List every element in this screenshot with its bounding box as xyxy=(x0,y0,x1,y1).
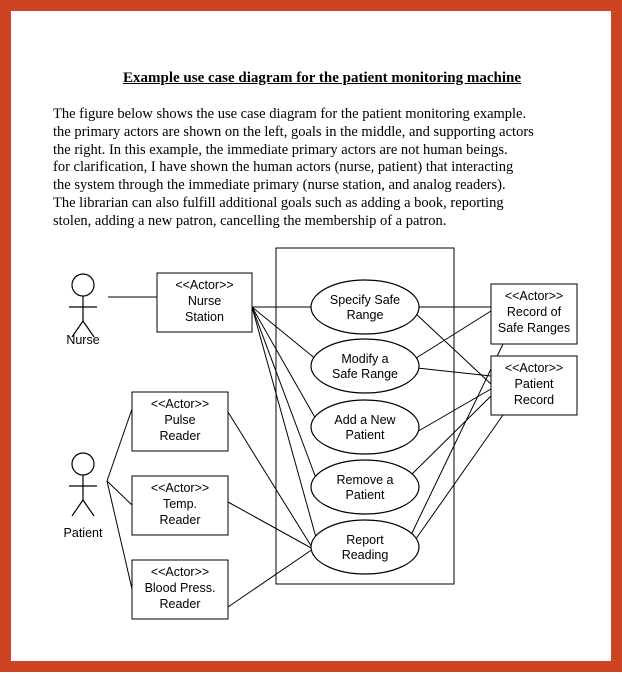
blood-press-reader-actor-box: <<Actor>> Blood Press. Reader xyxy=(131,559,229,620)
association-line xyxy=(416,367,492,377)
association-line xyxy=(227,411,314,550)
use-case-label-line: Patient xyxy=(346,488,385,502)
actor-label-line: <<Actor>> xyxy=(151,565,209,579)
association-line xyxy=(410,395,492,476)
actor-label-line: Patient xyxy=(515,377,554,391)
patient-stick-figure-icon xyxy=(69,452,97,517)
association-line xyxy=(251,306,318,361)
intro-paragraph: The figure below shows the use case diag… xyxy=(53,106,601,231)
association-line xyxy=(251,306,318,482)
use-case-label-line: Specify Safe xyxy=(330,293,400,307)
nurse-label: Nurse xyxy=(66,333,99,347)
association-line xyxy=(251,306,318,422)
intro-line: for clarification, I have shown the huma… xyxy=(53,159,514,176)
association-line xyxy=(106,480,133,590)
association-line xyxy=(412,414,504,544)
temp-reader-actor-box: <<Actor>> Temp. Reader xyxy=(131,475,229,536)
intro-line: the system through the immediate primary… xyxy=(53,177,506,194)
actor-label-line: Pulse xyxy=(164,413,195,427)
actor-label-line: Reader xyxy=(160,513,201,527)
system-boundary xyxy=(275,247,455,585)
intro-line: The figure below shows the use case diag… xyxy=(53,106,527,122)
actor-label-line: Record xyxy=(514,393,554,407)
association-line xyxy=(412,310,492,361)
actor-label-line: <<Actor>> xyxy=(151,397,209,411)
association-line xyxy=(227,548,314,608)
record-of-safe-ranges-actor-box: <<Actor>> Record of Safe Ranges xyxy=(490,283,578,345)
association-line xyxy=(251,306,318,542)
association-line xyxy=(227,501,314,550)
nurse-stick-figure-icon xyxy=(69,273,97,338)
actor-label-line: Station xyxy=(185,310,224,324)
actor-label-line: Reader xyxy=(160,597,201,611)
association-line xyxy=(410,343,504,536)
actor-label-line: Reader xyxy=(160,429,201,443)
actor-label-line: Record of xyxy=(507,305,562,319)
use-case-label-line: Reading xyxy=(342,548,389,562)
actor-label-line: <<Actor>> xyxy=(505,289,563,303)
actor-label-line: Nurse xyxy=(188,294,221,308)
intro-line: stolen, adding a new patron, cancelling … xyxy=(53,212,447,229)
use-case-label-line: Patient xyxy=(346,428,385,442)
intro-line: the right. In this example, the immediat… xyxy=(53,141,508,158)
actor-label-line: <<Actor>> xyxy=(151,481,209,495)
actor-label-line: <<Actor>> xyxy=(175,278,233,292)
use-case-label-line: Range xyxy=(347,308,384,322)
patient-label: Patient xyxy=(64,526,103,540)
page-title: Example use case diagram for the patient… xyxy=(122,70,522,86)
intro-line: the primary actors are shown on the left… xyxy=(53,123,534,140)
use-case-label-line: Remove a xyxy=(337,473,394,487)
use-case-label-line: Report xyxy=(346,533,384,547)
intro-line: The librarian can also fulfill additiona… xyxy=(53,194,504,211)
use-case-label-line: Modify a xyxy=(341,352,388,366)
use-case-diagram: NursePatient<<Actor>>NurseStation<<Actor… xyxy=(64,247,578,620)
actor-label-line: Safe Ranges xyxy=(498,321,570,335)
actor-label-line: Blood Press. xyxy=(145,581,216,595)
association-line xyxy=(106,480,133,506)
association-line xyxy=(414,312,492,385)
actor-label-line: Temp. xyxy=(163,497,197,511)
association-line xyxy=(106,408,133,482)
use-case-label-line: Safe Range xyxy=(332,367,398,381)
actor-label-line: <<Actor>> xyxy=(505,361,563,375)
association-line xyxy=(414,388,492,434)
use-case-label-line: Add a New xyxy=(334,413,396,427)
